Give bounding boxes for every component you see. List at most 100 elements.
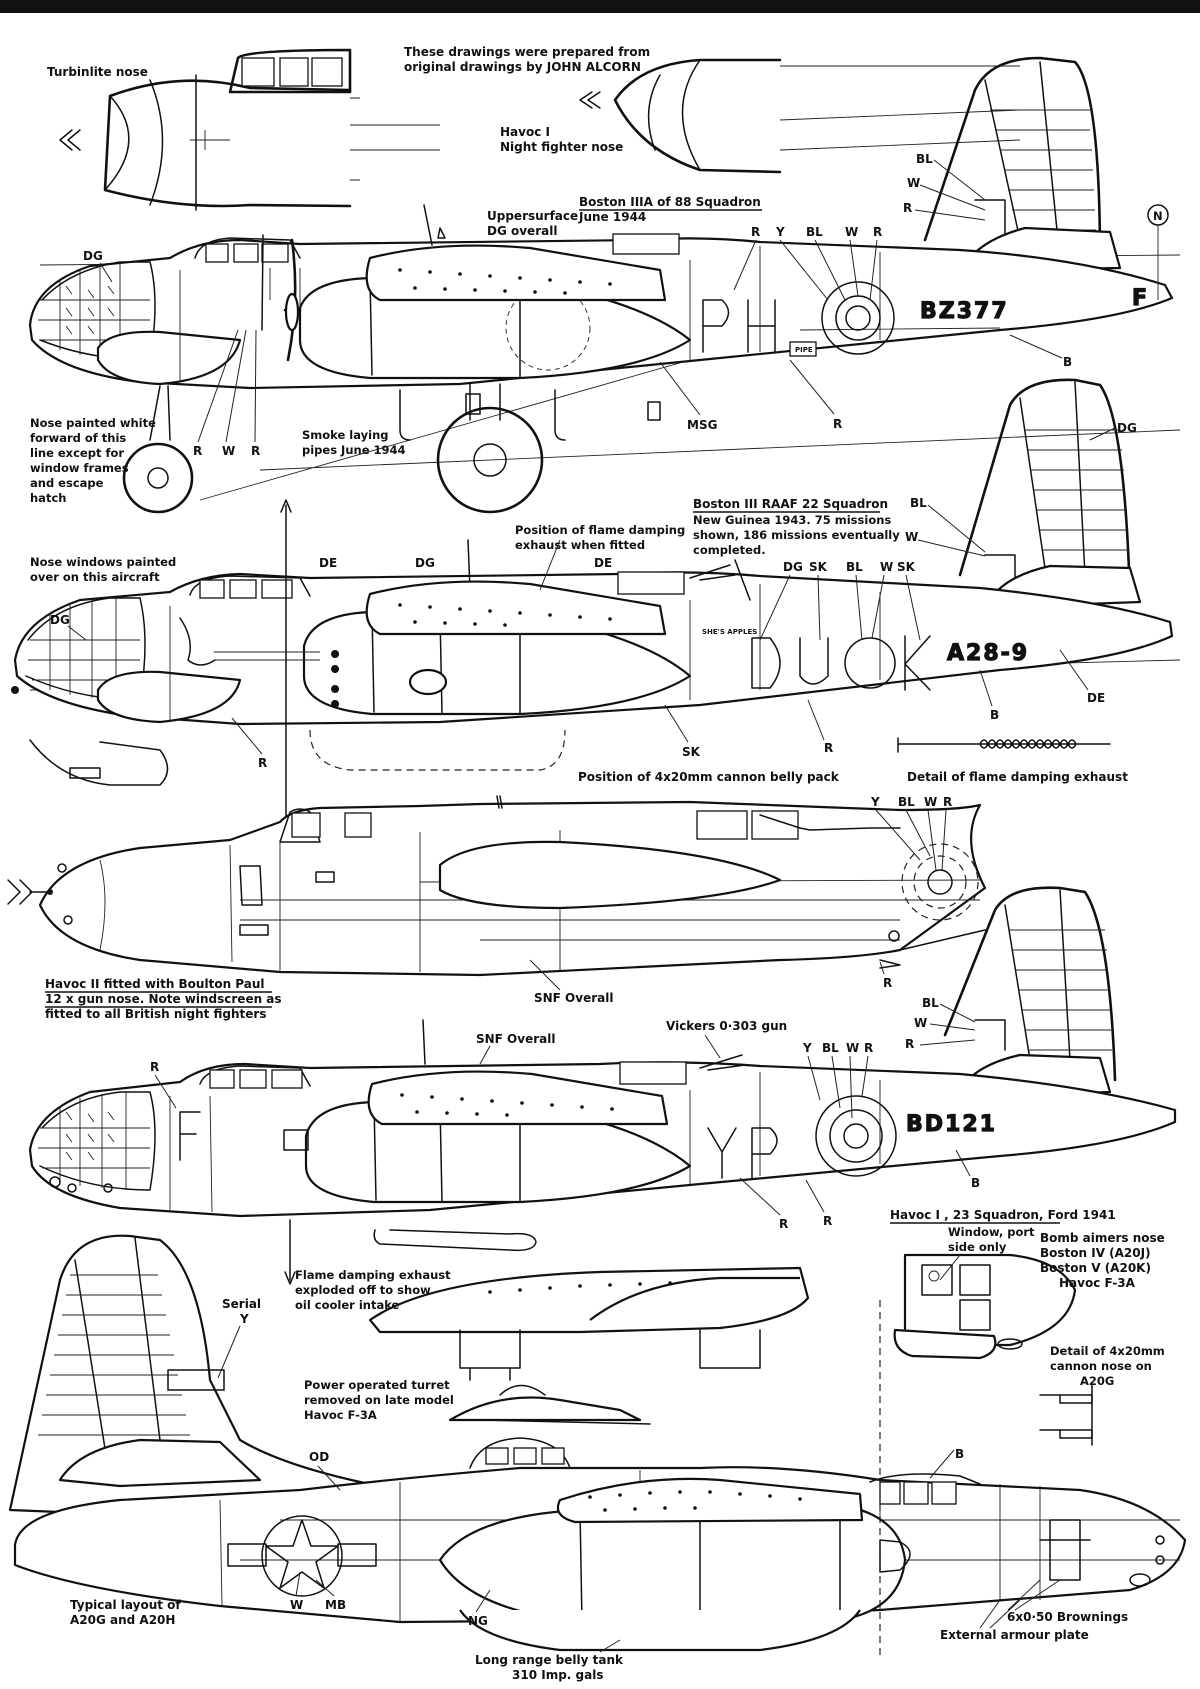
a20-mb-label: MB [325, 1598, 346, 1612]
svg-text:W: W [905, 530, 918, 544]
svg-text:Position of flame damping: Position of flame damping [515, 523, 685, 537]
svg-text:removed on late model: removed on late model [304, 1393, 454, 1407]
havoc-night-fighter-nose-drawing [579, 58, 1021, 174]
a20-w-label: W [290, 1598, 303, 1612]
svg-text:Y: Y [870, 795, 880, 809]
havoc-i-finish-label: SNF Overall [476, 1032, 555, 1046]
havoc-ii-title: Havoc II fitted with Boulton Paul 12 x g… [45, 977, 282, 1021]
svg-text:R: R [779, 1217, 788, 1231]
svg-text:hatch: hatch [30, 491, 66, 505]
svg-text:Nose painted white: Nose painted white [30, 416, 156, 430]
a20-serial-label: Serial Y [217, 1297, 261, 1379]
havoc-ii-finish-label: SNF Overall [534, 991, 613, 1005]
svg-text:W: W [846, 1041, 859, 1055]
boston-iii-cannon-pack-label: Position of 4x20mm cannon belly pack [578, 770, 840, 784]
svg-text:Window, port: Window, port [948, 1225, 1035, 1239]
boston-iiia-title: Boston IIIA of 88 Squadron June 1944 [578, 195, 762, 224]
boston-iii-title: Boston III RAAF 22 Squadron New Guinea 1… [693, 497, 900, 557]
svg-text:side only: side only [948, 1240, 1007, 1254]
svg-text:BL: BL [822, 1041, 839, 1055]
svg-text:Havoc F-3A: Havoc F-3A [1059, 1276, 1136, 1290]
boston-iiia-smoke-note: Smoke laying pipes June 1944 [302, 428, 406, 457]
boston-iiia-nose-painted-note: Nose painted white forward of this line … [30, 416, 156, 505]
svg-text:BL: BL [806, 225, 823, 239]
havoc-i-gun-label: Vickers 0·303 gun [666, 1019, 787, 1033]
svg-text:W: W [907, 176, 920, 190]
svg-text:BL: BL [916, 152, 933, 166]
svg-text:310 Imp. gals: 310 Imp. gals [512, 1668, 603, 1682]
svg-text:R: R [833, 417, 842, 431]
top-border-bar [0, 0, 1200, 13]
svg-text:R: R [150, 1060, 159, 1074]
havoc-i-side-view [28, 886, 1177, 1285]
boston-iii-serial: A28-9 [947, 641, 1029, 666]
a20-typical-layout-note: Typical layout of A20G and A20H [70, 1598, 181, 1627]
svg-text:and escape: and escape [30, 476, 104, 490]
svg-text:Y: Y [775, 225, 785, 239]
turret-detail [448, 1384, 651, 1425]
svg-text:B: B [1063, 355, 1072, 369]
svg-text:SK: SK [682, 745, 701, 759]
svg-text:W: W [880, 560, 893, 574]
a20-turret-note: Power operated turret removed on late mo… [304, 1378, 454, 1422]
wing-rivet-dots-3 [400, 1093, 614, 1117]
a20-belly-tank-note: Long range belly tank 310 Imp. gals [475, 1639, 624, 1682]
svg-text:12 x gun nose. Note windscreen: 12 x gun nose. Note windscreen as [45, 992, 282, 1006]
svg-text:R: R [193, 444, 202, 458]
havoc-ii-roundel [901, 843, 979, 921]
svg-text:Y: Y [239, 1312, 249, 1326]
a20-ng-label: NG [468, 1614, 488, 1628]
wing-rivet-dots-4 [588, 1490, 802, 1512]
svg-text:Y: Y [802, 1041, 812, 1055]
boston-iiia-uppersurface-note: Uppersurface DG overall [487, 209, 578, 238]
svg-text:SK: SK [897, 560, 916, 574]
svg-text:Boston III RAAF 22 Squadron: Boston III RAAF 22 Squadron [693, 497, 888, 511]
svg-text:New Guinea 1943. 75 missions: New Guinea 1943. 75 missions [693, 513, 891, 527]
svg-text:cannon nose on: cannon nose on [1050, 1359, 1152, 1373]
wing-rivet-dots-2 [398, 603, 612, 627]
havoc-i-colour-labels: R Y BL W R BL W R B R R [150, 996, 980, 1231]
svg-text:DG: DG [415, 556, 435, 570]
svg-text:SK: SK [809, 560, 828, 574]
havoc-ii-view [7, 795, 987, 977]
havoc-ii-colour-labels: Y BL W R R [870, 795, 952, 990]
svg-text:over on this aircraft: over on this aircraft [30, 570, 160, 584]
svg-text:completed.: completed. [693, 543, 766, 557]
svg-text:Nose windows painted: Nose windows painted [30, 555, 176, 569]
svg-text:W: W [914, 1016, 927, 1030]
boston-iii-nose-windows-note: Nose windows painted over on this aircra… [30, 555, 176, 584]
svg-text:Havoc II fitted with Boulton P: Havoc II fitted with Boulton Paul [45, 977, 265, 991]
svg-text:B: B [990, 708, 999, 722]
svg-text:R: R [883, 976, 892, 990]
svg-text:DE: DE [594, 556, 612, 570]
svg-text:R: R [903, 201, 912, 215]
svg-text:Uppersurface: Uppersurface [487, 209, 578, 223]
boston-iiia-colour-labels: DG R Y BL W R BL W R R W R MSG R B [83, 152, 1072, 458]
svg-text:DG: DG [1117, 421, 1137, 435]
havoc-i-caption: Havoc I , 23 Squadron, Ford 1941 [890, 1208, 1116, 1224]
svg-text:BL: BL [898, 795, 915, 809]
svg-text:R: R [905, 1037, 914, 1051]
a20-brownings-label: 6x0·50 Brownings [1007, 1610, 1128, 1624]
svg-text:W: W [845, 225, 858, 239]
svg-text:line except for: line except for [30, 446, 124, 460]
svg-text:B: B [971, 1176, 980, 1190]
svg-text:DE: DE [319, 556, 337, 570]
boston-iii-colour-labels: DG BL W DE DG DE DG DG SK BL W SK R SK R… [50, 421, 1137, 770]
flame-detail-label: Detail of flame damping exhaust [907, 770, 1128, 784]
svg-text:pipes June 1944: pipes June 1944 [302, 443, 406, 457]
svg-text:Boston IV (A20J): Boston IV (A20J) [1040, 1246, 1151, 1260]
svg-text:W: W [924, 795, 937, 809]
svg-text:DG overall: DG overall [487, 224, 557, 238]
svg-text:June 1944: June 1944 [578, 210, 646, 224]
svg-text:R: R [258, 756, 267, 770]
svg-text:Night fighter nose: Night fighter nose [500, 140, 623, 154]
bomb-aimer-nose-detail [893, 1253, 1077, 1360]
svg-text:MSG: MSG [687, 418, 717, 432]
svg-text:Typical layout of: Typical layout of [70, 1598, 181, 1612]
svg-text:A20G and A20H: A20G and A20H [70, 1613, 175, 1627]
svg-text:BL: BL [910, 496, 927, 510]
svg-text:N: N [1153, 209, 1163, 223]
svg-text:R: R [824, 741, 833, 755]
